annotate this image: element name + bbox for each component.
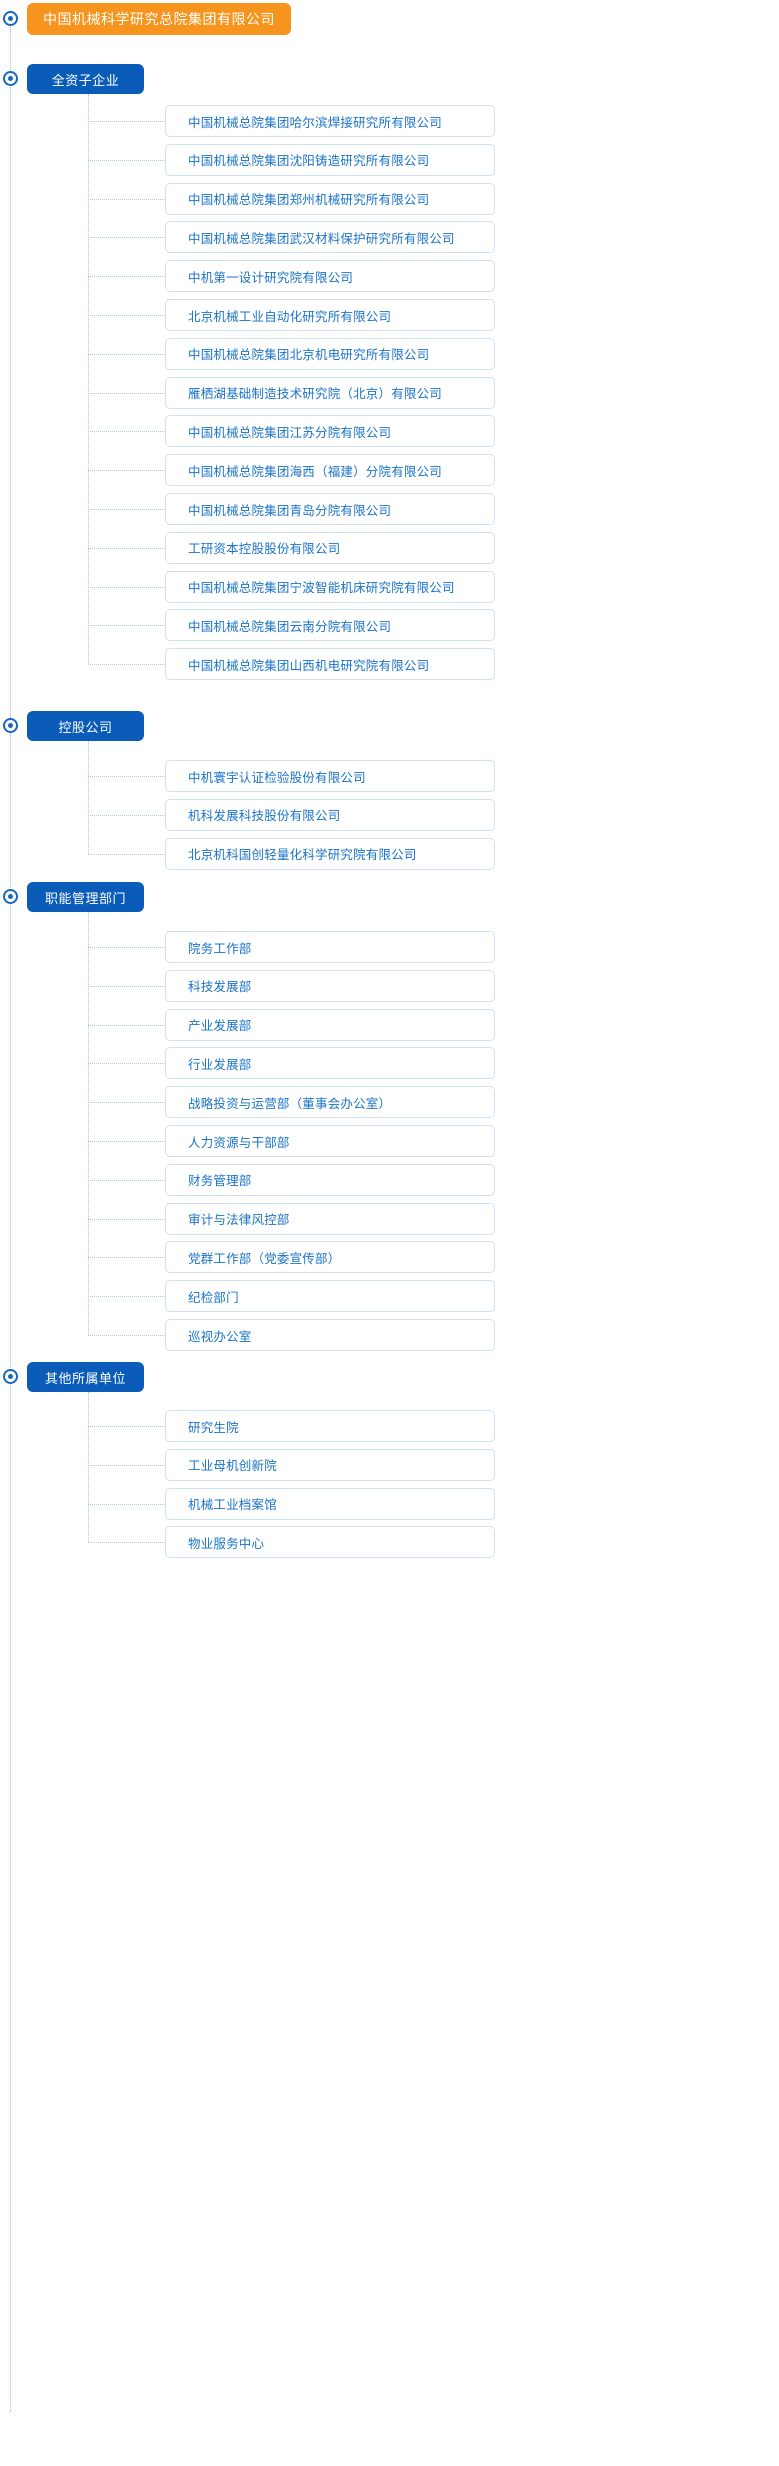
org-unit-item[interactable]: 中国机械总院集团北京机电研究所有限公司: [165, 337, 495, 370]
branch-connector: [88, 121, 165, 122]
org-unit-item[interactable]: 中国机械总院集团江苏分院有限公司: [165, 415, 495, 448]
org-unit-item[interactable]: 中国机械总院集团云南分院有限公司: [165, 609, 495, 642]
branch-connector: [88, 1426, 165, 1427]
org-unit-item[interactable]: 财务管理部: [165, 1163, 495, 1196]
branch-connector: [88, 1542, 165, 1544]
org-unit-item[interactable]: 行业发展部: [165, 1047, 495, 1080]
branch-connector: [88, 1218, 165, 1220]
branch-connector: [88, 625, 165, 627]
org-unit-item[interactable]: 院务工作部: [165, 931, 495, 963]
org-unit-item[interactable]: 工业母机创新院: [165, 1448, 495, 1481]
org-unit-item[interactable]: 北京机械工业自动化研究所有限公司: [165, 299, 495, 331]
org-unit-item[interactable]: 北京机科国创轻量化科学研究院有限公司: [165, 837, 495, 870]
org-unit-item[interactable]: 研究生院: [165, 1410, 495, 1442]
org-unit-item[interactable]: 中国机械总院集团郑州机械研究所有限公司: [165, 182, 495, 215]
org-unit-item[interactable]: 纪检部门: [165, 1280, 495, 1313]
org-unit-item[interactable]: 科技发展部: [165, 969, 495, 1002]
branch-connector: [88, 586, 165, 588]
spine-dot-icon: [3, 71, 18, 86]
category-node-4[interactable]: 其他所属单位: [27, 1362, 144, 1392]
branch-connector: [88, 392, 165, 394]
branch-connector: [88, 814, 165, 816]
branch-connector: [88, 1063, 165, 1065]
spine-dot-icon: [3, 718, 18, 733]
org-unit-item[interactable]: 中国机械总院集团山西机电研究院有限公司: [165, 648, 495, 681]
category-node-3[interactable]: 职能管理部门: [27, 882, 144, 912]
org-unit-item[interactable]: 中国机械总院集团海西（福建）分院有限公司: [165, 454, 495, 487]
branch-connector: [88, 198, 165, 200]
branch-connector: [88, 1503, 165, 1505]
org-unit-item[interactable]: 党群工作部（党委宣传部）: [165, 1241, 495, 1274]
branch-rail: [88, 741, 89, 854]
branch-connector: [88, 353, 165, 355]
org-unit-item[interactable]: 工研资本控股股份有限公司: [165, 531, 495, 564]
org-unit-item[interactable]: 战略投资与运营部（董事会办公室）: [165, 1086, 495, 1119]
org-unit-item[interactable]: 中国机械总院集团武汉材料保护研究所有限公司: [165, 221, 495, 254]
root-node[interactable]: 中国机械科学研究总院集团有限公司: [27, 3, 291, 35]
org-unit-item[interactable]: 中国机械总院集团青岛分院有限公司: [165, 493, 495, 525]
branch-connector: [88, 547, 165, 549]
category-node-2[interactable]: 控股公司: [27, 711, 144, 741]
branch-connector: [88, 1024, 165, 1026]
org-unit-item[interactable]: 物业服务中心: [165, 1526, 495, 1559]
org-unit-item[interactable]: 雁栖湖基础制造技术研究院（北京）有限公司: [165, 376, 495, 409]
branch-rail: [88, 912, 89, 1335]
branch-connector: [88, 1179, 165, 1181]
spine-dot-icon: [3, 11, 18, 26]
org-unit-item[interactable]: 机科发展科技股份有限公司: [165, 798, 495, 831]
branch-connector: [88, 664, 165, 666]
org-unit-item[interactable]: 中机第一设计研究院有限公司: [165, 260, 495, 293]
branch-connector: [88, 1335, 165, 1336]
branch-connector: [88, 276, 165, 278]
branch-connector: [88, 315, 165, 316]
branch-connector: [88, 159, 165, 161]
branch-rail: [88, 94, 89, 665]
branch-connector: [88, 776, 165, 777]
branch-connector: [88, 947, 165, 948]
org-unit-item[interactable]: 中国机械总院集团沈阳铸造研究所有限公司: [165, 143, 495, 176]
org-unit-item[interactable]: 机械工业档案馆: [165, 1487, 495, 1520]
branch-connector: [88, 1296, 165, 1298]
branch-connector: [88, 1257, 165, 1259]
branch-connector: [88, 431, 165, 433]
branch-connector: [88, 1102, 165, 1104]
org-unit-item[interactable]: 产业发展部: [165, 1008, 495, 1041]
org-unit-item[interactable]: 人力资源与干部部: [165, 1125, 495, 1157]
branch-connector: [88, 1464, 165, 1466]
tree-spine: [10, 22, 11, 2412]
branch-connector: [88, 1141, 165, 1142]
org-unit-item[interactable]: 审计与法律风控部: [165, 1202, 495, 1235]
org-unit-item[interactable]: 中国机械总院集团宁波智能机床研究院有限公司: [165, 570, 495, 603]
org-unit-item[interactable]: 巡视办公室: [165, 1319, 495, 1351]
category-node-1[interactable]: 全资子企业: [27, 64, 144, 94]
spine-dot-icon: [3, 889, 18, 904]
branch-connector: [88, 470, 165, 472]
branch-connector: [88, 985, 165, 987]
org-unit-item[interactable]: 中机寰宇认证检验股份有限公司: [165, 760, 495, 792]
org-unit-item[interactable]: 中国机械总院集团哈尔滨焊接研究所有限公司: [165, 105, 495, 137]
branch-rail: [88, 1392, 89, 1543]
spine-dot-icon: [3, 1369, 18, 1384]
branch-connector: [88, 509, 165, 510]
branch-connector: [88, 237, 165, 239]
branch-connector: [88, 853, 165, 855]
